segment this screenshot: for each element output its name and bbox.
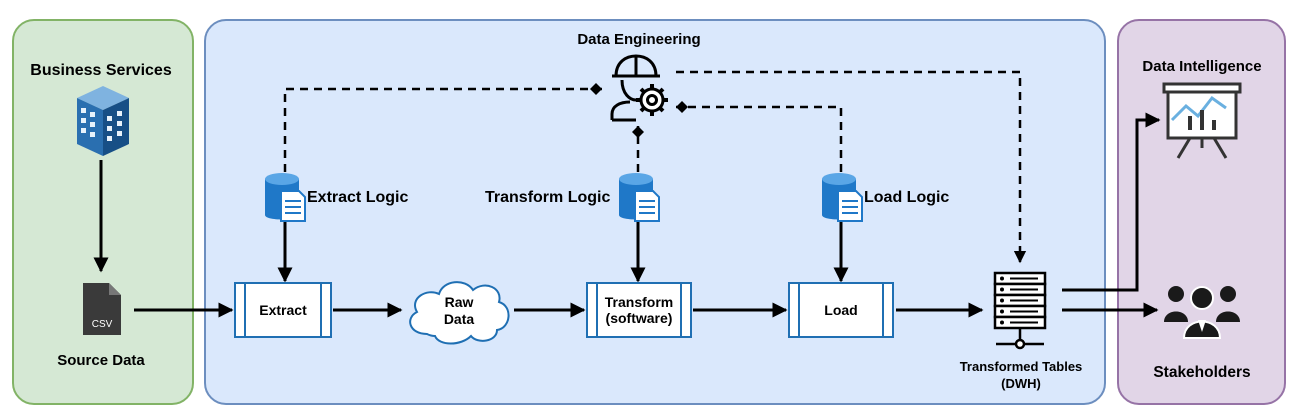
dwh-label-line1: Transformed Tables <box>959 359 1083 374</box>
server-rack-icon <box>993 271 1047 350</box>
transform-step: Transform (software) <box>586 282 692 338</box>
extract-step-label: Extract <box>259 302 307 318</box>
cloud-icon <box>409 281 510 345</box>
load-step: Load <box>788 282 894 338</box>
business-services-title: Business Services <box>30 62 172 79</box>
source-data-label: Source Data <box>57 352 145 369</box>
data-engineering-title: Data Engineering <box>577 31 701 48</box>
business-services-panel <box>12 19 194 405</box>
database-document-icon <box>265 173 306 222</box>
extract-logic-label: Extract Logic <box>307 189 409 206</box>
dashed-engineer-to-dwh <box>676 70 1027 264</box>
raw-data-label-line1: Raw <box>444 294 474 310</box>
database-document-icon <box>619 173 660 222</box>
raw-data-label-line2: Data <box>443 311 475 327</box>
building-icon <box>77 86 129 156</box>
dwh-label-line2: (DWH) <box>1001 376 1041 391</box>
arrow-dwh-to-intelligence <box>1062 112 1161 292</box>
dashed-loadlogic-to-engineer <box>676 101 843 172</box>
presentation-chart-icon <box>1162 82 1242 159</box>
dashed-extractlogic-to-engineer <box>283 83 602 172</box>
database-document-icon <box>822 173 863 222</box>
transform-step-label-line2: (software) <box>605 310 673 326</box>
people-group-icon <box>1164 286 1240 339</box>
data-intelligence-title: Data Intelligence <box>1142 58 1262 75</box>
csv-file-icon: CSV <box>83 283 121 335</box>
transform-logic-label: Transform Logic <box>485 189 611 206</box>
load-logic-label: Load Logic <box>864 189 950 206</box>
engineer-gear-icon <box>610 54 668 122</box>
transform-step-label-line1: Transform <box>604 294 674 310</box>
load-step-label: Load <box>824 302 858 318</box>
csv-badge: CSV <box>92 319 113 330</box>
extract-step: Extract <box>234 282 332 338</box>
stakeholders-label: Stakeholders <box>1153 364 1251 381</box>
